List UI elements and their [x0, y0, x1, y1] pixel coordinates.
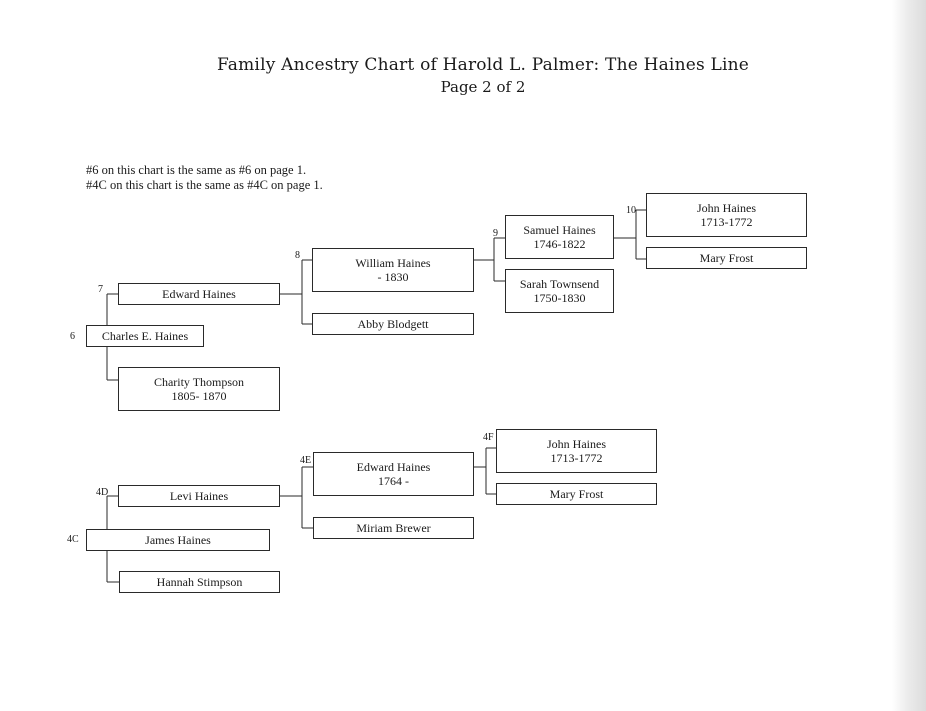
person-name: William Haines [355, 256, 431, 270]
note-1: #6 on this chart is the same as #6 on pa… [86, 163, 307, 177]
person-name: John Haines [697, 201, 756, 215]
person-dates: - 1830 [377, 270, 409, 284]
person-name: Charles E. Haines [101, 329, 189, 343]
person-name: Edward Haines [162, 287, 236, 301]
person-name: Edward Haines [356, 460, 431, 474]
person-box-charles-haines: Charles E. Haines [86, 325, 204, 347]
person-number-4c: 4C [67, 534, 79, 545]
note-2: #4C on this chart is the same as #4C on … [86, 178, 323, 192]
person-box-john-haines-lower: John Haines 1713-1772 [496, 429, 657, 473]
person-box-william-haines: William Haines - 1830 [312, 248, 474, 292]
person-box-mary-frost-lower: Mary Frost [496, 483, 657, 505]
person-number-8: 8 [295, 250, 300, 261]
person-dates: 1746-1822 [533, 237, 586, 251]
person-name: Abby Blodgett [357, 317, 429, 331]
person-box-james-haines: James Haines [86, 529, 270, 551]
page-edge-shadow [892, 0, 926, 711]
person-number-7: 7 [98, 284, 103, 295]
person-number-4e: 4E [300, 455, 312, 466]
person-box-edward-haines: Edward Haines [118, 283, 280, 305]
person-name: Mary Frost [699, 251, 754, 265]
person-name: Charity Thompson [153, 375, 245, 389]
person-name: Sarah Townsend [519, 277, 600, 291]
person-box-samuel-haines: Samuel Haines 1746-1822 [505, 215, 614, 259]
person-dates: 1713-1772 [550, 451, 603, 465]
person-number-9: 9 [493, 228, 498, 239]
person-name: James Haines [145, 533, 211, 547]
person-name: Samuel Haines [523, 223, 596, 237]
person-box-levi-haines: Levi Haines [118, 485, 280, 507]
person-number-4d: 4D [96, 487, 109, 498]
person-name: John Haines [547, 437, 606, 451]
chart-title: Family Ancestry Chart of Harold L. Palme… [216, 55, 750, 75]
person-box-abby-blodgett: Abby Blodgett [312, 313, 474, 335]
person-box-miriam-brewer: Miriam Brewer [313, 517, 474, 539]
person-dates: 1750-1830 [533, 291, 586, 305]
person-number-10: 10 [626, 205, 636, 216]
person-name: Levi Haines [169, 489, 229, 503]
person-name: Miriam Brewer [356, 521, 431, 535]
person-box-edward-haines-1764: Edward Haines 1764 - [313, 452, 474, 496]
person-box-charity-thompson: Charity Thompson 1805- 1870 [118, 367, 280, 411]
person-box-mary-frost: Mary Frost [646, 247, 807, 269]
person-number-6: 6 [70, 331, 75, 342]
person-dates: 1713-1772 [700, 215, 753, 229]
person-number-4f: 4F [483, 432, 494, 443]
person-dates: 1764 - [378, 474, 409, 488]
person-name: Hannah Stimpson [156, 575, 243, 589]
person-box-sarah-townsend: Sarah Townsend 1750-1830 [505, 269, 614, 313]
person-dates: 1805- 1870 [171, 389, 227, 403]
person-name: Mary Frost [549, 487, 604, 501]
person-box-john-haines: John Haines 1713-1772 [646, 193, 807, 237]
person-box-hannah-stimpson: Hannah Stimpson [119, 571, 280, 593]
chart-subtitle: Page 2 of 2 [440, 78, 526, 96]
